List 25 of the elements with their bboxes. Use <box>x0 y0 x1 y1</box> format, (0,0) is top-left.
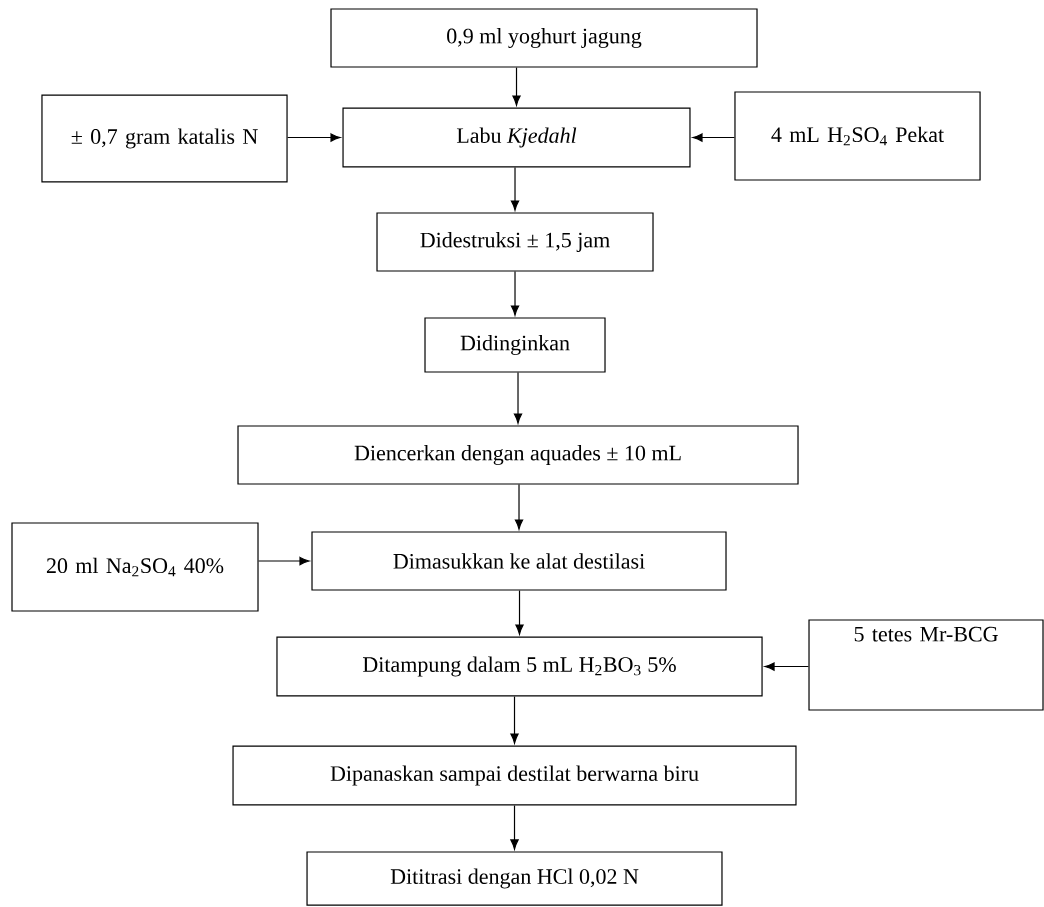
arrow <box>258 556 310 566</box>
arrow <box>515 590 524 635</box>
process-box: 0,9 ml yoghurt jagung <box>330 8 758 68</box>
process-box: ± 0,7 gram katalis N <box>41 94 288 183</box>
process-box: 20 ml Na$_{2}$SO$_{4}$ 40% <box>11 522 259 612</box>
arrow <box>764 662 809 671</box>
arrow <box>512 67 521 106</box>
process-box: 5 tetes Mr-BCG <box>808 619 1044 711</box>
process-box: Labu Kjedahl <box>342 107 691 168</box>
arrow <box>510 166 520 211</box>
process-box: Ditampung dalam 5 mL H$_{2}$BO$_{3}$ 5% <box>276 636 763 697</box>
arrow <box>510 695 519 744</box>
arrow <box>692 133 735 142</box>
process-box: Didestruksi ± 1,5 jam <box>376 212 654 272</box>
process-box: Dimasukkan ke alat destilasi <box>311 531 727 591</box>
process-box: Diencerkan dengan aquades ± 10 mL <box>237 425 799 485</box>
process-box: Dititrasi dengan HCl 0,02 N <box>306 851 723 906</box>
process-box: Didinginkan <box>424 317 606 373</box>
arrow <box>510 805 519 850</box>
arrow <box>287 133 341 142</box>
process-box: Dipanaskan sampai destilat berwarna biru <box>232 745 797 806</box>
arrow <box>513 372 523 424</box>
process-box: 4 mL H$_{2}$SO$_{4}$ Pekat <box>734 91 981 181</box>
arrow <box>514 484 524 530</box>
arrow <box>510 271 520 316</box>
